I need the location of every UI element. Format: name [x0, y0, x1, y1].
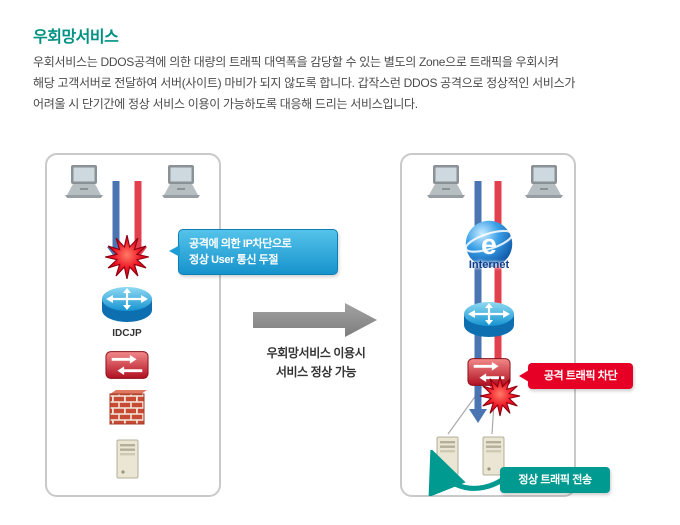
- normal-traffic-callout-label: 정상 트래픽 전송: [518, 474, 592, 486]
- switch-icon: [105, 350, 149, 380]
- server-icon: [112, 437, 144, 481]
- callout-line-1: 공격에 의한 IP차단으로: [189, 238, 292, 250]
- before-panel-frame: [45, 153, 221, 497]
- transition-arrow-icon: [253, 303, 377, 337]
- description-line-3: 어려울 시 단기간에 정상 서비스 이용이 가능하도록 대응해 드리는 서비스입…: [33, 97, 418, 111]
- laptop-icon: [157, 164, 205, 202]
- router-icon: [463, 299, 515, 341]
- internet-logo-letter: e: [481, 229, 497, 261]
- description-line-2: 해당 고객서버로 전달하여 서버(사이트) 마비가 되지 않도록 합니다. 갑작…: [33, 76, 576, 90]
- attack-block-callout: 공격 트래픽 차단: [519, 363, 633, 389]
- after-panel-frame: [400, 153, 576, 497]
- firewall-icon: [107, 390, 147, 426]
- laptop-icon: [422, 164, 470, 202]
- server-icon: [432, 434, 464, 478]
- router-icon: [101, 284, 153, 326]
- callout-tail: [169, 245, 180, 257]
- page-title: 우회망서비스: [33, 28, 119, 46]
- callout-tail: [519, 370, 529, 382]
- attack-blocked-explosion-icon: [479, 375, 521, 417]
- internet-label: Internet: [468, 259, 510, 271]
- callout-line-2: 정상 User 통신 두절: [189, 254, 279, 266]
- transition-caption-line-1: 우회망서비스 이용시: [266, 346, 366, 360]
- normal-traffic-callout: 정상 트래픽 전송: [500, 467, 610, 493]
- description-line-1: 우회서비스는 DDOS공격에 의한 대량의 트래픽 대역폭을 감당할 수 있는 …: [33, 55, 559, 69]
- attack-explosion-icon: [104, 234, 150, 280]
- transition-caption: 우회망서비스 이용시 서비스 정상 가능: [236, 344, 396, 382]
- transition-caption-line-2: 서비스 정상 가능: [275, 365, 357, 379]
- ip-block-callout: 공격에 의한 IP차단으로 정상 User 통신 두절: [169, 229, 338, 275]
- router-label: IDCJP: [112, 328, 142, 339]
- attack-block-callout-label: 공격 트래픽 차단: [543, 370, 618, 382]
- page-description: 우회서비스는 DDOS공격에 의한 대량의 트래픽 대역폭을 감당할 수 있는 …: [33, 52, 575, 115]
- laptop-icon: [520, 164, 568, 202]
- laptop-icon: [60, 164, 108, 202]
